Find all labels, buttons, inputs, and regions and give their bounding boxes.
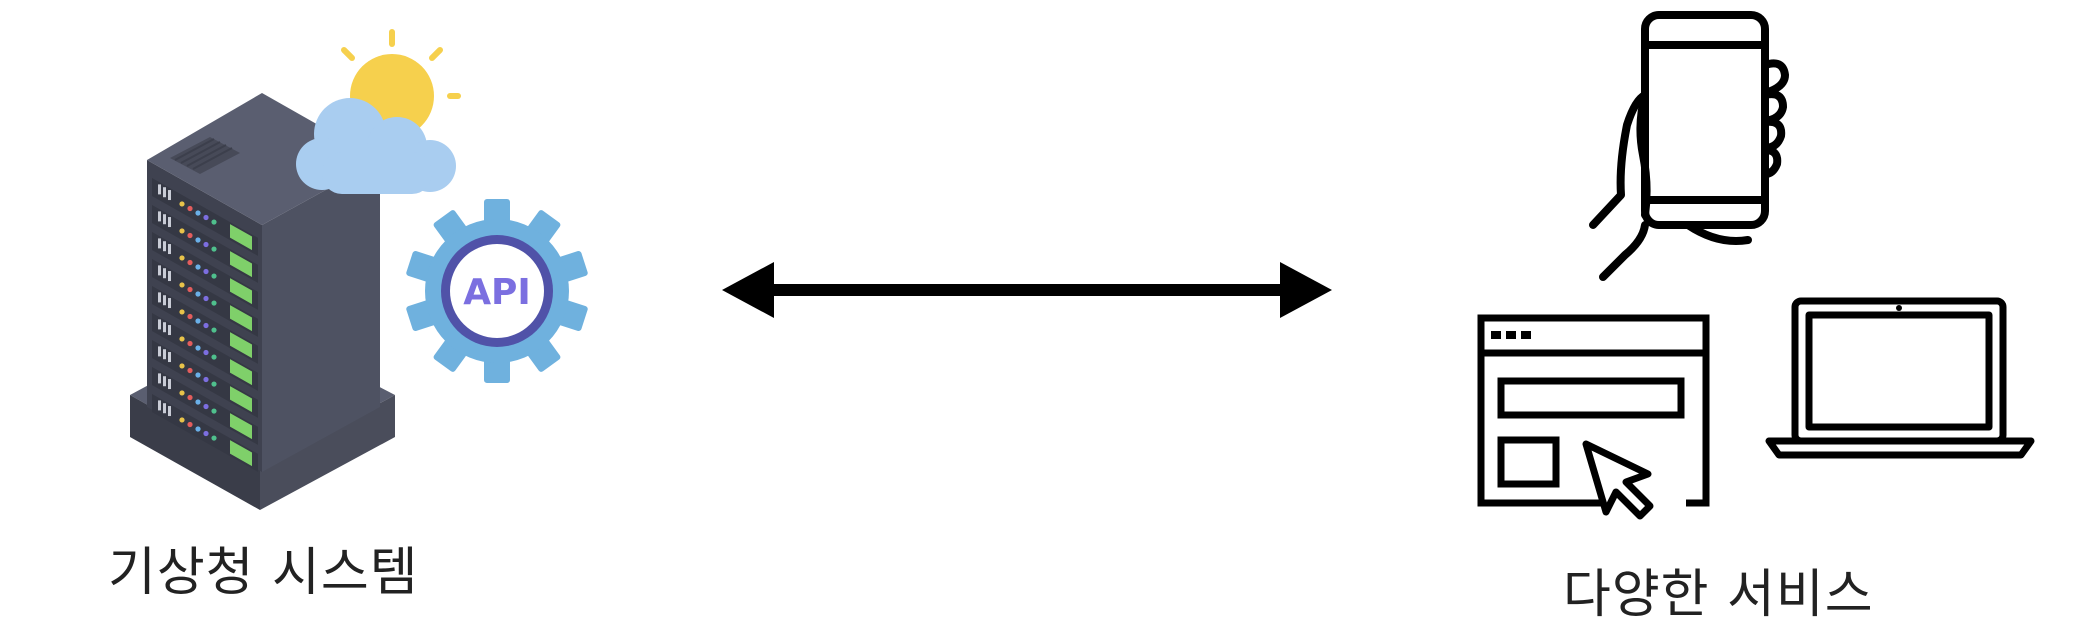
status-light: [203, 322, 209, 329]
status-light: [187, 205, 193, 212]
status-light: [211, 435, 217, 441]
status-light: [187, 340, 193, 347]
status-light: [179, 255, 185, 261]
weather-system-group: API: [0, 0, 700, 624]
status-light: [195, 372, 201, 378]
status-light: [211, 408, 217, 414]
status-light: [187, 421, 193, 428]
status-light: [179, 309, 185, 315]
arrow-head-left: [722, 262, 774, 318]
status-light: [195, 264, 201, 270]
status-light: [211, 300, 217, 306]
server-rack-icon: [130, 93, 395, 510]
status-light: [187, 394, 193, 401]
status-light: [195, 345, 201, 351]
drive-slot: [230, 224, 252, 251]
api-gear-icon: API: [406, 199, 588, 383]
status-light: [195, 237, 201, 243]
services-caption: 다양한 서비스: [1563, 565, 1874, 625]
status-light: [179, 201, 185, 207]
status-light: [203, 403, 209, 410]
drive-slot: [230, 251, 252, 278]
api-badge-text: API: [463, 272, 531, 313]
status-light: [187, 313, 193, 320]
status-light: [195, 426, 201, 432]
status-light: [203, 430, 209, 437]
status-light: [187, 232, 193, 239]
status-light: [195, 291, 201, 297]
services-group: [1400, 0, 2094, 624]
drive-slot: [230, 359, 252, 386]
status-light: [179, 282, 185, 288]
status-light: [203, 376, 209, 383]
weather-system-caption: 기상청 시스템: [108, 543, 419, 603]
drive-slot: [230, 305, 252, 332]
status-light: [211, 219, 217, 225]
laptop-icon: [1765, 297, 2035, 459]
status-light: [187, 259, 193, 266]
drive-slot: [230, 332, 252, 359]
cloud-icon: [296, 98, 456, 194]
status-light: [211, 273, 217, 279]
status-light: [211, 327, 217, 333]
smartphone-in-hand-icon: [1589, 11, 1789, 281]
cursor-icon: [1582, 440, 1654, 520]
status-light: [187, 367, 193, 374]
status-light: [195, 210, 201, 216]
status-light: [195, 399, 201, 405]
status-light: [203, 349, 209, 356]
status-light: [203, 241, 209, 248]
status-light: [187, 286, 193, 293]
web-browser-icon: [1477, 314, 1710, 507]
status-light: [203, 295, 209, 302]
drive-slot: [230, 386, 252, 413]
status-light: [179, 390, 185, 396]
status-light: [211, 354, 217, 360]
status-light: [179, 336, 185, 342]
arrow-head-right: [1280, 262, 1332, 318]
status-light: [203, 268, 209, 275]
drive-slot: [230, 413, 252, 440]
status-light: [179, 228, 185, 234]
status-light: [211, 246, 217, 252]
status-light: [179, 363, 185, 369]
drive-slot: [230, 278, 252, 305]
status-light: [211, 381, 217, 387]
status-light: [195, 318, 201, 324]
status-light: [179, 417, 185, 423]
drive-slot: [230, 440, 252, 467]
status-light: [203, 214, 209, 221]
